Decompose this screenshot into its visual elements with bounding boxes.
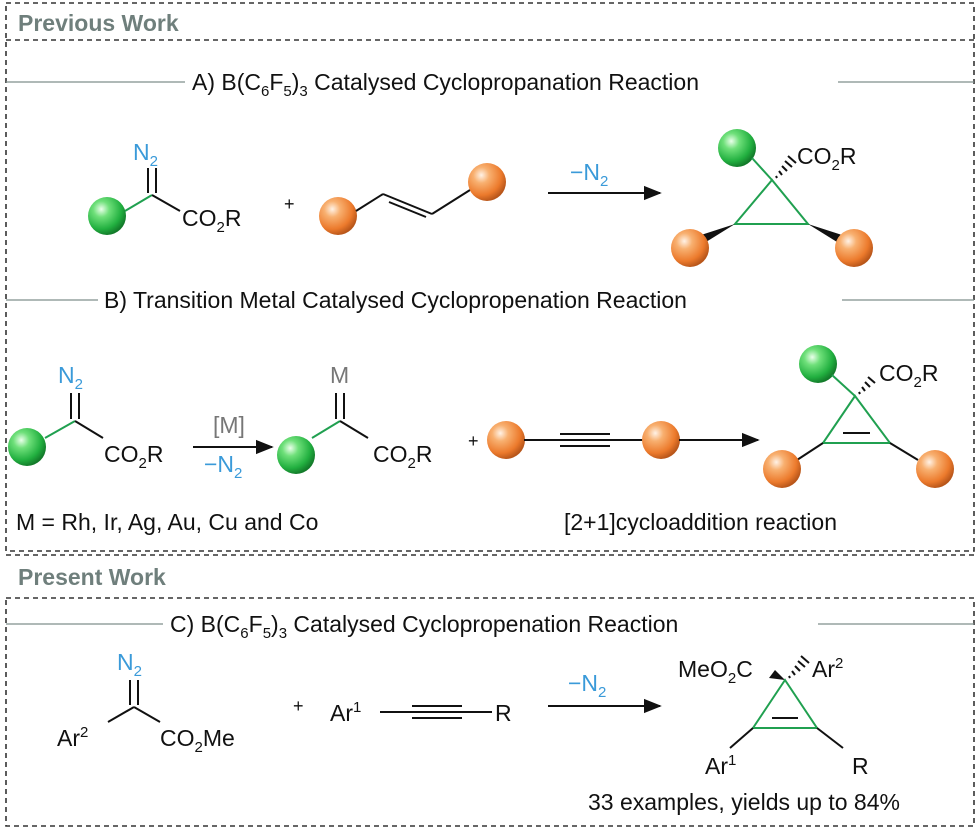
green-substituent-sphere — [718, 129, 756, 167]
section-c-diazo-n2: N2 — [117, 649, 142, 680]
section-b-carbene-ester: CO2R — [373, 441, 432, 472]
section-a-diazo-n2: N2 — [133, 139, 158, 170]
section-a-cyclopropane-ring — [732, 178, 811, 225]
section-b-carbene-green-bond — [311, 420, 341, 439]
section-b-product-bond-left — [796, 442, 824, 461]
section-b-arrow-label: −N2 — [204, 451, 242, 482]
green-substituent-sphere — [8, 428, 46, 466]
section-c-product-bond-right — [816, 727, 844, 749]
present-work-heading: Present Work — [18, 564, 166, 590]
previous-work-frame — [5, 2, 975, 552]
section-c-product-meo2c: MeO2C — [678, 656, 753, 687]
orange-substituent-sphere — [835, 229, 873, 267]
section-c-product-bond-left — [729, 727, 754, 749]
section-b-green-bond — [44, 420, 76, 439]
section-b-cyclopropene-ring — [821, 394, 892, 444]
section-a-hashed-bond — [775, 155, 797, 179]
orange-substituent-sphere — [916, 450, 954, 488]
section-b-reaction-note: [2+1]cycloaddition reaction — [564, 509, 837, 535]
section-a-arrow-label: −N2 — [570, 159, 608, 190]
section-a-plus: + — [284, 194, 295, 214]
section-b-carbene-metal: M — [330, 362, 349, 388]
section-c-product-ar2: Ar2 — [812, 655, 843, 682]
section-a-product-ester: CO2R — [797, 143, 856, 174]
section-a-title: A) B(C6F5)3 Catalysed Cyclopropanation R… — [192, 69, 699, 100]
section-b-title: B) Transition Metal Catalysed Cycloprope… — [104, 287, 687, 313]
section-c-arrow-label: −N2 — [568, 670, 606, 701]
section-c-ar-bond — [107, 706, 135, 723]
green-substituent-sphere — [799, 345, 837, 383]
section-c-summary: 33 examples, yields up to 84% — [588, 789, 900, 815]
section-c-plus: + — [293, 696, 304, 716]
section-c-title: C) B(C6F5)3 Catalysed Cyclopropenation R… — [170, 611, 678, 642]
section-b-ester-bond — [74, 420, 104, 439]
section-b-ester-label: CO2R — [104, 441, 163, 472]
section-b-diazo-n2: N2 — [58, 362, 83, 393]
green-substituent-sphere — [277, 436, 315, 474]
previous-work-heading: Previous Work — [18, 10, 179, 36]
section-b-plus: + — [468, 431, 479, 451]
section-a-alkene-double-1 — [382, 193, 433, 215]
section-a-wedge-bond-right — [808, 224, 842, 242]
section-b-metals-note: M = Rh, Ir, Ag, Au, Cu and Co — [16, 509, 318, 535]
section-a-alkene-bond-2 — [431, 189, 471, 215]
section-c-product-r: R — [852, 753, 869, 779]
section-b-catalyst-label: [M] — [213, 412, 245, 438]
section-c-ester: CO2Me — [160, 725, 235, 756]
present-work-frame — [5, 597, 975, 827]
section-b-hashed-bond — [858, 376, 876, 395]
section-a-product-green-bond — [751, 157, 773, 181]
green-substituent-sphere — [88, 197, 126, 235]
section-a-wedge-bond-left — [701, 224, 735, 242]
section-c-ar2: Ar2 — [57, 724, 88, 751]
section-b-carbene-ester-bond — [339, 420, 369, 439]
orange-substituent-sphere — [468, 163, 506, 201]
section-a-alkene-double-2 — [388, 201, 427, 218]
section-a-green-bond — [124, 194, 153, 212]
section-b-product-bond-right — [889, 442, 919, 461]
section-c-hashed-bond — [788, 655, 810, 679]
section-c-ar1: Ar1 — [330, 699, 361, 726]
section-c-ester-bond — [133, 706, 161, 723]
section-b-product-ester: CO2R — [879, 360, 938, 391]
orange-substituent-sphere — [671, 229, 709, 267]
section-c-cyclopropene-ring — [751, 678, 819, 729]
orange-substituent-sphere — [487, 421, 525, 459]
section-c-alkyne-r: R — [495, 700, 512, 726]
orange-substituent-sphere — [642, 421, 680, 459]
section-a-ester-label: CO2R — [182, 205, 241, 236]
section-b-product-green-bond — [831, 374, 856, 397]
section-a-ester-bond — [151, 194, 181, 212]
orange-substituent-sphere — [763, 450, 801, 488]
orange-substituent-sphere — [319, 197, 357, 235]
section-c-wedge-bond — [769, 670, 785, 680]
section-a-alkene-bond-1 — [355, 193, 384, 212]
section-c-product-ar1: Ar1 — [705, 752, 736, 779]
